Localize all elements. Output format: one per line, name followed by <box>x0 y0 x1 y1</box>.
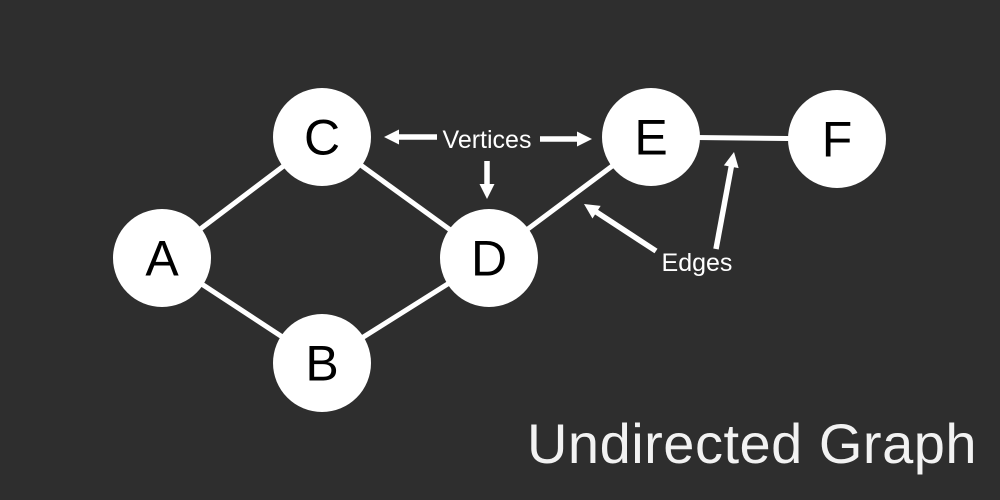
slide-title: Undirected Graph <box>526 412 977 475</box>
arrow-to-node-D <box>479 161 495 199</box>
arrowhead-icon <box>584 204 601 219</box>
node-label-D: D <box>471 231 507 287</box>
arrow-to-node-E <box>540 131 592 147</box>
node-label-E: E <box>634 110 667 166</box>
node-E: E <box>602 88 700 186</box>
node-B: B <box>273 314 371 412</box>
arrow-shaft <box>713 164 735 250</box>
node-circle-D <box>440 209 538 307</box>
node-C: C <box>273 88 371 186</box>
node-circle-F <box>788 90 886 188</box>
node-label-F: F <box>822 112 853 168</box>
node-label-C: C <box>304 110 340 166</box>
arrowhead-icon <box>384 129 399 145</box>
arrow-to-edge-E-F <box>713 152 739 250</box>
node-label-A: A <box>145 231 179 287</box>
node-A: A <box>113 209 211 307</box>
node-circle-A <box>113 209 211 307</box>
annotation-label-edges: Edges <box>662 249 733 277</box>
arrowhead-icon <box>479 184 495 199</box>
node-circle-E <box>602 88 700 186</box>
arrowhead-icon <box>577 131 592 147</box>
node-D: D <box>440 209 538 307</box>
arrow-shaft <box>593 208 658 254</box>
arrow-to-edge-D-E <box>584 204 658 254</box>
node-label-B: B <box>305 336 338 392</box>
node-F: F <box>788 90 886 188</box>
annotation-label-vertices: Vertices <box>443 126 532 154</box>
node-circle-B <box>273 314 371 412</box>
arrow-to-node-C <box>384 129 437 145</box>
node-circle-C <box>273 88 371 186</box>
arrowhead-icon <box>723 152 739 169</box>
